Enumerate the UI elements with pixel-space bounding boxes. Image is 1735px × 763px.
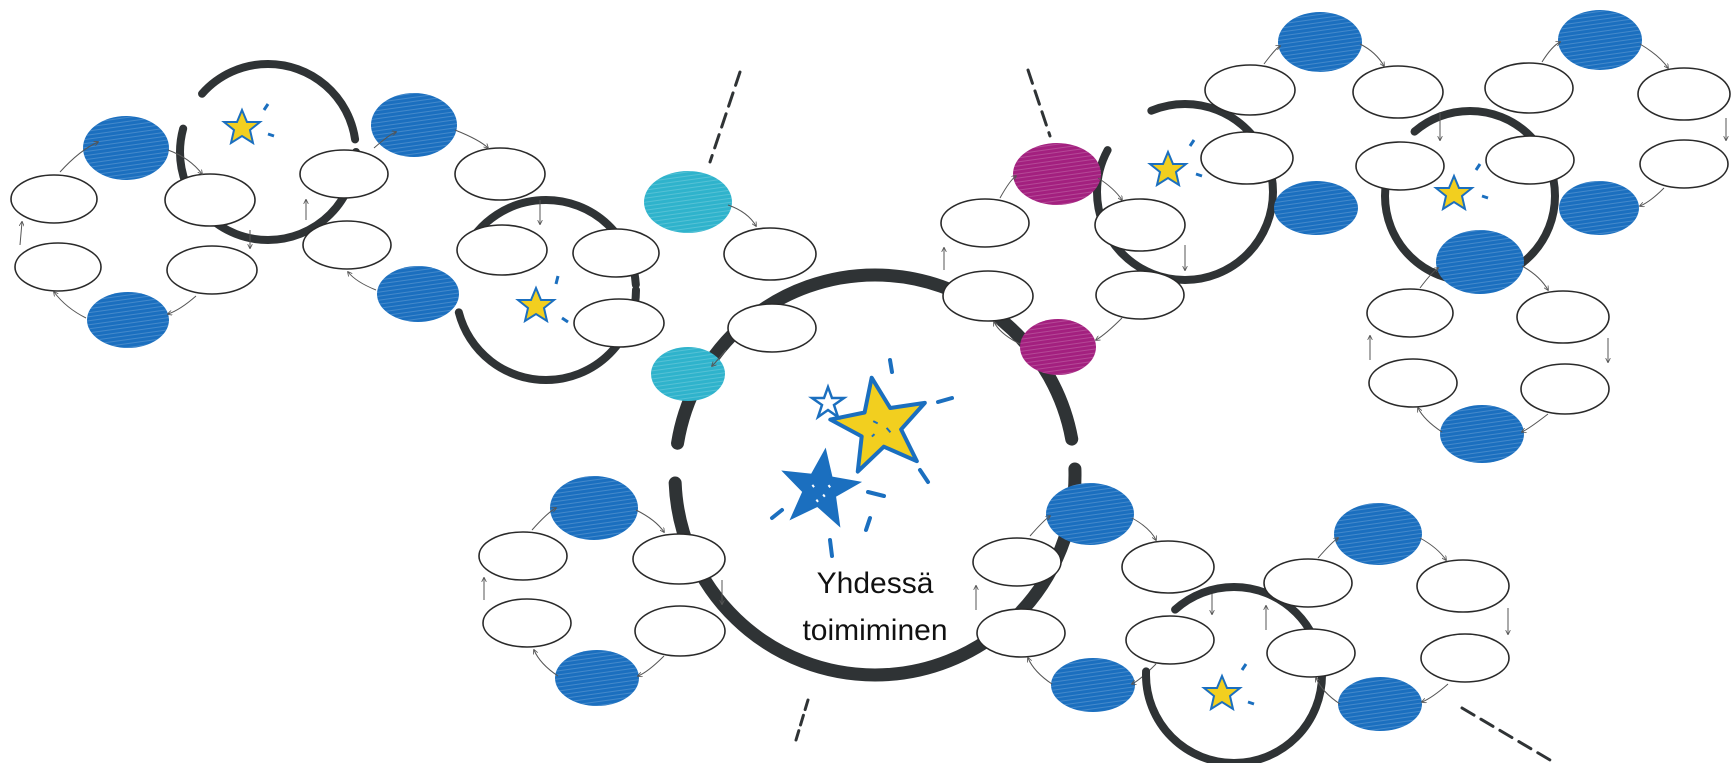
idea-dot-blue[interactable]: [1334, 503, 1422, 565]
idea-dot-blue[interactable]: [1274, 181, 1358, 235]
cluster-bottom-center-right: [972, 483, 1215, 712]
idea-bubble-empty[interactable]: [634, 605, 726, 657]
idea-bubble-empty[interactable]: [723, 227, 817, 281]
idea-bubble-empty[interactable]: [1121, 540, 1215, 594]
center-sparkle-icon: [770, 358, 954, 558]
idea-dot-magenta[interactable]: [1020, 319, 1096, 375]
idea-dot-blue[interactable]: [1338, 677, 1422, 731]
idea-bubble-empty[interactable]: [1355, 141, 1445, 191]
idea-bubble-empty[interactable]: [976, 608, 1066, 658]
idea-bubble-empty[interactable]: [299, 149, 389, 199]
idea-bubble-empty[interactable]: [1263, 558, 1353, 608]
idea-bubble-empty[interactable]: [454, 147, 546, 201]
idea-bubble-empty[interactable]: [478, 531, 568, 581]
center-star-large-icon: [828, 375, 927, 474]
idea-bubble-empty[interactable]: [727, 303, 817, 353]
idea-dot-blue[interactable]: [1051, 658, 1135, 712]
idea-bubble-empty[interactable]: [1352, 65, 1444, 119]
star-icon: [515, 275, 569, 324]
star-icon: [1201, 663, 1255, 712]
idea-dot-blue[interactable]: [371, 93, 457, 157]
idea-dot-blue[interactable]: [377, 266, 459, 322]
idea-bubble-empty[interactable]: [1520, 363, 1610, 415]
idea-bubble-empty[interactable]: [1266, 628, 1356, 678]
idea-bubble-empty[interactable]: [1200, 131, 1294, 185]
idea-bubble-empty[interactable]: [1366, 288, 1454, 338]
idea-dot-blue[interactable]: [1436, 230, 1524, 294]
idea-dot-cyan[interactable]: [644, 171, 732, 233]
idea-bubble-empty[interactable]: [1484, 62, 1574, 114]
idea-dot-blue[interactable]: [1046, 483, 1134, 545]
idea-dot-blue[interactable]: [1440, 405, 1524, 463]
center-star-outline-icon: [808, 383, 848, 421]
idea-bubble-empty[interactable]: [1637, 67, 1731, 121]
idea-bubble-empty[interactable]: [1204, 64, 1296, 116]
idea-bubble-empty[interactable]: [164, 173, 256, 227]
center-node: Yhdessä toimiminen: [668, 268, 1082, 742]
star-icon: [1147, 139, 1203, 188]
center-label-line2: toimiminen: [802, 614, 947, 647]
idea-bubble-empty[interactable]: [1125, 615, 1215, 665]
idea-bubble-empty[interactable]: [942, 270, 1034, 322]
idea-dot-blue[interactable]: [1558, 10, 1642, 70]
idea-bubble-empty[interactable]: [1094, 198, 1186, 252]
idea-bubble-empty[interactable]: [940, 198, 1030, 248]
star-icon: [221, 103, 275, 146]
idea-bubble-empty[interactable]: [166, 245, 258, 295]
cluster-left-middle: [302, 70, 817, 401]
idea-bubble-empty[interactable]: [572, 228, 660, 278]
center-star-blue-icon: [781, 447, 863, 528]
idea-bubble-empty[interactable]: [1485, 135, 1575, 185]
idea-dot-cyan[interactable]: [651, 347, 725, 401]
center-label-line1: Yhdessä: [817, 567, 934, 600]
idea-bubble-empty[interactable]: [1368, 358, 1458, 408]
idea-bubble-empty[interactable]: [573, 298, 665, 348]
idea-dot-blue[interactable]: [83, 116, 169, 180]
idea-bubble-empty[interactable]: [1095, 270, 1185, 320]
idea-dot-blue[interactable]: [87, 292, 169, 348]
idea-bubble-empty[interactable]: [1420, 633, 1510, 683]
idea-bubble-empty[interactable]: [456, 224, 548, 276]
cluster-bottom-left: [478, 476, 726, 706]
idea-bubble-empty[interactable]: [1516, 290, 1610, 344]
idea-bubble-empty[interactable]: [972, 537, 1062, 587]
idea-bubble-empty[interactable]: [1416, 559, 1510, 613]
idea-bubble-empty[interactable]: [14, 242, 102, 292]
idea-bubble-empty[interactable]: [632, 533, 726, 585]
idea-bubble-empty[interactable]: [302, 220, 392, 270]
idea-dot-blue[interactable]: [1559, 181, 1639, 235]
idea-dot-blue[interactable]: [1278, 12, 1362, 72]
cluster-right-lower: [1366, 230, 1610, 463]
idea-dot-blue[interactable]: [555, 650, 639, 706]
star-icon: [1433, 163, 1489, 212]
idea-dot-magenta[interactable]: [1013, 143, 1101, 205]
idea-bubble-empty[interactable]: [482, 598, 572, 648]
idea-bubble-empty[interactable]: [1639, 139, 1729, 189]
idea-dot-blue[interactable]: [550, 476, 638, 540]
idea-bubble-empty[interactable]: [10, 174, 98, 224]
